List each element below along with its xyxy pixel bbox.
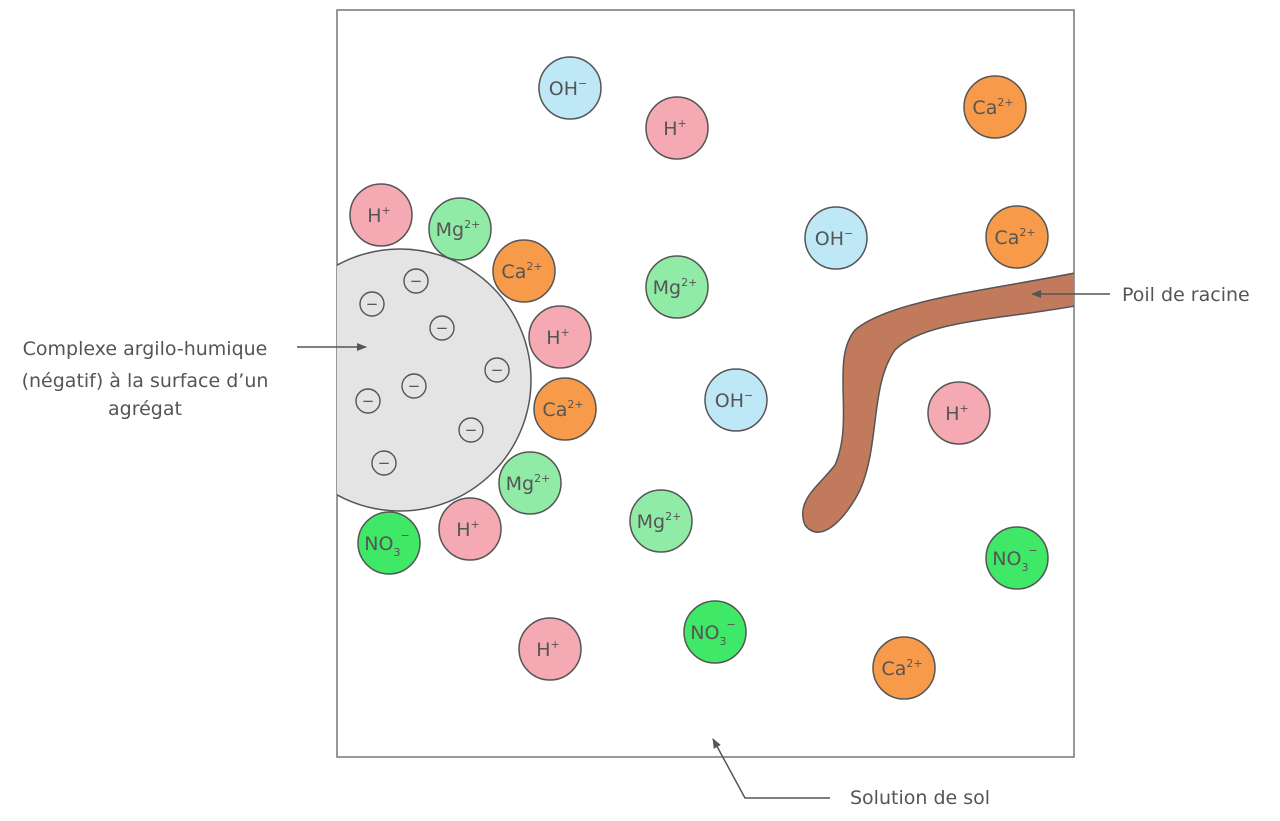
ion-label: Ca2+	[994, 226, 1035, 249]
soil-solution-label: Solution de sol	[850, 787, 990, 809]
ion-ohminus: OH−	[804, 206, 868, 270]
ion-hplus: H+	[528, 305, 592, 369]
root-hair	[802, 272, 1074, 533]
negative-charges: − − − − − − − −	[355, 268, 510, 476]
ion-circle	[428, 197, 492, 261]
ion-hplus: H+	[349, 183, 413, 247]
ion-circle	[518, 617, 582, 681]
ion-circle	[704, 368, 768, 432]
ion-ca2plus: Ca2+	[963, 75, 1027, 139]
ion-circle	[538, 56, 602, 120]
negative-charge-icon: −	[484, 357, 510, 383]
negative-charge-icon: −	[403, 268, 429, 294]
ion-mg2plus: Mg2+	[428, 197, 492, 261]
complex-label-line2: (négatif) à la surface d’un	[22, 370, 269, 392]
negative-charge-icon: −	[359, 291, 385, 317]
ion-label: Mg2+	[653, 276, 698, 299]
ion-circle	[985, 205, 1049, 269]
ion-circle	[438, 497, 502, 561]
ion-label: OH−	[715, 389, 753, 412]
svg-text:−: −	[408, 377, 421, 395]
ion-circle	[349, 183, 413, 247]
complex-label-line3: agrégat	[108, 398, 182, 420]
ion-label: Mg2+	[506, 472, 551, 495]
ions: OH− H+ Ca2+ H+ Mg2+ Ca2+ Mg2+ H+ Ca2+ Mg2+ H+ NO3− O…	[349, 56, 1049, 700]
ion-label: OH−	[549, 77, 587, 100]
ion-label: H+	[456, 518, 480, 541]
ion-mg2plus: Mg2+	[629, 489, 693, 553]
ion-circle	[963, 75, 1027, 139]
ion-no3minus: NO3−	[985, 526, 1049, 590]
svg-text:−: −	[410, 272, 423, 290]
ion-mg2plus: Mg2+	[498, 451, 562, 515]
ion-label: NO3−	[992, 544, 1037, 574]
ion-ohminus: OH−	[538, 56, 602, 120]
ion-label: Ca2+	[881, 657, 922, 680]
ion-label: NO3−	[690, 618, 735, 648]
ion-circle	[927, 381, 991, 445]
ion-hplus: H+	[927, 381, 991, 445]
ion-ohminus: OH−	[704, 368, 768, 432]
negative-charge-icon: −	[401, 373, 427, 399]
ion-ca2plus: Ca2+	[872, 636, 936, 700]
ion-label: NO3−	[364, 529, 409, 559]
ion-hplus: H+	[518, 617, 582, 681]
ion-circle	[645, 255, 709, 319]
ion-label: H+	[546, 326, 570, 349]
soil-solution-arrow	[712, 738, 830, 799]
ion-label: Ca2+	[542, 398, 583, 421]
ion-circle	[872, 636, 936, 700]
clay-humus-aggregate	[337, 248, 532, 512]
ion-circle	[683, 600, 747, 664]
ion-circle	[645, 96, 709, 160]
ion-circle	[629, 489, 693, 553]
ion-label: H+	[536, 638, 560, 661]
ion-label: Mg2+	[436, 218, 481, 241]
svg-text:−: −	[362, 392, 375, 410]
svg-text:−: −	[436, 319, 449, 337]
svg-text:−: −	[491, 361, 504, 379]
negative-charge-icon: −	[371, 450, 397, 476]
ion-ca2plus: Ca2+	[492, 239, 556, 303]
ion-hplus: H+	[645, 96, 709, 160]
ion-mg2plus: Mg2+	[645, 255, 709, 319]
ion-label: OH−	[815, 227, 853, 250]
ion-no3minus: NO3−	[357, 511, 421, 575]
ion-label: Ca2+	[972, 96, 1013, 119]
ion-label: H+	[367, 204, 391, 227]
svg-text:−: −	[378, 454, 391, 472]
ion-circle	[985, 526, 1049, 590]
ion-label: H+	[945, 402, 969, 425]
negative-charge-icon: −	[355, 388, 381, 414]
ion-ca2plus: Ca2+	[985, 205, 1049, 269]
ion-circle	[528, 305, 592, 369]
ion-no3minus: NO3−	[683, 600, 747, 664]
ion-label: H+	[663, 117, 687, 140]
ion-label: Mg2+	[637, 510, 682, 533]
complex-label-line1: Complexe argilo-humique	[23, 338, 268, 360]
ion-label: Ca2+	[501, 260, 542, 283]
ion-hplus: H+	[438, 497, 502, 561]
ion-ca2plus: Ca2+	[533, 377, 597, 441]
svg-text:−: −	[366, 295, 379, 313]
ion-circle	[498, 451, 562, 515]
root-hair-label: Poil de racine	[1122, 284, 1250, 306]
ion-circle	[492, 239, 556, 303]
svg-text:−: −	[465, 421, 478, 439]
ion-circle	[357, 511, 421, 575]
negative-charge-icon: −	[458, 417, 484, 443]
ion-circle	[804, 206, 868, 270]
ion-circle	[533, 377, 597, 441]
negative-charge-icon: −	[429, 315, 455, 341]
